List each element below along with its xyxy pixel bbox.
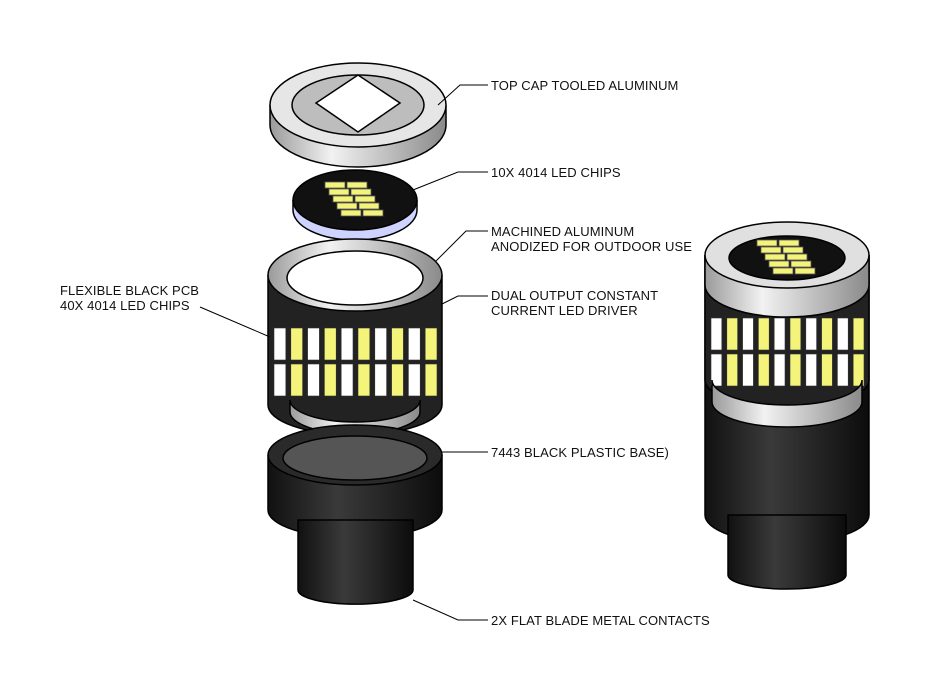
side-led-chip	[805, 353, 817, 387]
side-led-chip	[307, 327, 320, 361]
led-chip	[328, 188, 350, 196]
led-chip	[336, 202, 358, 210]
side-led-chip	[290, 363, 303, 397]
label-pcb-line1: FLEXIBLE BLACK PCB	[60, 283, 200, 298]
side-led-chip	[273, 363, 287, 397]
led-chip	[354, 195, 376, 203]
side-led-chip	[852, 317, 865, 351]
side-led-chip	[391, 363, 404, 397]
side-led-chip	[374, 327, 387, 361]
side-led-chip	[726, 353, 738, 387]
side-led-chip	[773, 317, 786, 351]
led-chip	[324, 181, 346, 189]
label-housing-line2: ANODIZED FOR OUTDOOR USE	[491, 239, 693, 254]
side-led-chip	[340, 363, 354, 397]
side-led-chip	[324, 327, 337, 361]
side-led-chip	[424, 363, 438, 397]
side-led-chip	[340, 327, 354, 361]
side-led-chip	[789, 353, 802, 387]
label-base: 7443 BLACK PLASTIC BASE)	[491, 445, 669, 460]
plastic-base	[267, 424, 443, 605]
side-led-chip	[837, 353, 849, 387]
side-led-chip	[710, 317, 723, 351]
side-led-chip	[742, 353, 754, 387]
led-chip	[782, 246, 804, 254]
leader-lines	[199, 84, 488, 621]
side-led-chip	[758, 317, 770, 351]
led-chip	[786, 253, 808, 261]
side-led-chip	[273, 327, 287, 361]
side-led-chip	[726, 317, 738, 351]
side-led-chip	[821, 317, 833, 351]
led-chip	[362, 209, 384, 217]
side-led-chip	[408, 363, 421, 397]
led-chip	[756, 239, 778, 247]
side-led-chip	[307, 363, 320, 397]
side-led-chip	[391, 327, 404, 361]
side-led-chip	[789, 317, 802, 351]
side-led-chip	[742, 317, 754, 351]
side-led-chip	[357, 327, 371, 361]
side-led-chip	[290, 327, 303, 361]
label-driver-line2: CURRENT LED DRIVER	[491, 303, 638, 318]
assembled-bulb	[704, 221, 870, 590]
led-chip	[794, 267, 816, 275]
label-contacts: 2X FLAT BLADE METAL CONTACTS	[491, 613, 710, 628]
label-housing: MACHINED ALUMINUM ANODIZED FOR OUTDOOR U…	[491, 224, 692, 254]
led-chip	[772, 267, 794, 275]
aluminum-housing	[267, 238, 443, 436]
led-chip	[768, 260, 790, 268]
led-chip	[346, 181, 368, 189]
side-led-chip	[408, 327, 421, 361]
side-led-chip	[357, 363, 371, 397]
side-led-chip	[821, 353, 833, 387]
side-led-chip	[710, 353, 723, 387]
led-chip-disc	[292, 169, 418, 241]
side-led-chip	[374, 363, 387, 397]
top-cap	[269, 62, 447, 168]
label-pcb-line2: 40X 4014 LED CHIPS	[60, 298, 190, 313]
led-chip	[778, 239, 800, 247]
side-led-chip	[324, 363, 337, 397]
label-top-cap: TOP CAP TOOLED ALUMINUM	[491, 78, 679, 93]
side-led-chip	[773, 353, 786, 387]
side-led-chip	[852, 353, 865, 387]
side-led-chip	[837, 317, 849, 351]
led-chip	[332, 195, 354, 203]
side-led-chip	[805, 317, 817, 351]
side-led-chip	[758, 353, 770, 387]
label-housing-line1: MACHINED ALUMINUM	[491, 224, 635, 239]
led-chip	[350, 188, 372, 196]
label-driver-line1: DUAL OUTPUT CONSTANT	[491, 288, 659, 303]
led-chip	[358, 202, 380, 210]
led-chip	[340, 209, 362, 217]
label-pcb: FLEXIBLE BLACK PCB 40X 4014 LED CHIPS	[60, 283, 199, 313]
label-led-chips: 10X 4014 LED CHIPS	[491, 165, 621, 180]
led-chip	[764, 253, 786, 261]
label-driver: DUAL OUTPUT CONSTANT CURRENT LED DRIVER	[491, 288, 658, 318]
side-led-chip	[424, 327, 438, 361]
led-chip	[790, 260, 812, 268]
led-chip	[760, 246, 782, 254]
